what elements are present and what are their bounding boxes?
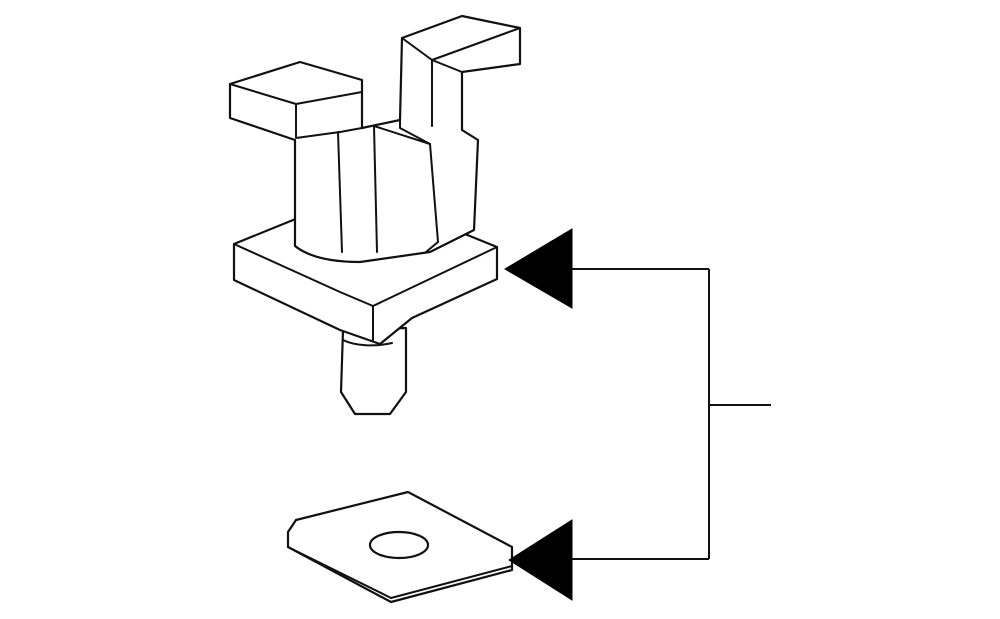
callout-leader bbox=[504, 228, 771, 601]
washer-hole bbox=[368, 530, 430, 560]
clip-inner-crease bbox=[339, 127, 363, 133]
clip-slot-right bbox=[425, 143, 439, 253]
arrowhead-to-washer bbox=[508, 519, 573, 601]
clip-stem-shade bbox=[342, 339, 393, 347]
clip-slot-notch bbox=[399, 119, 431, 145]
washer-part bbox=[286, 490, 514, 604]
clip-slot-left bbox=[337, 131, 343, 253]
leader-line bbox=[572, 268, 771, 560]
clip-base-top-edge bbox=[233, 243, 498, 307]
clip-slot-diagonal bbox=[373, 125, 431, 145]
clip-slot-mid bbox=[373, 125, 378, 253]
washer-front-edge bbox=[287, 546, 513, 599]
clip-right-tab-ridge bbox=[431, 27, 521, 61]
arrowhead-to-clip bbox=[504, 228, 573, 309]
clip-stem bbox=[339, 326, 408, 416]
clip-left-tab-side bbox=[295, 103, 341, 139]
clip-part bbox=[228, 14, 522, 416]
